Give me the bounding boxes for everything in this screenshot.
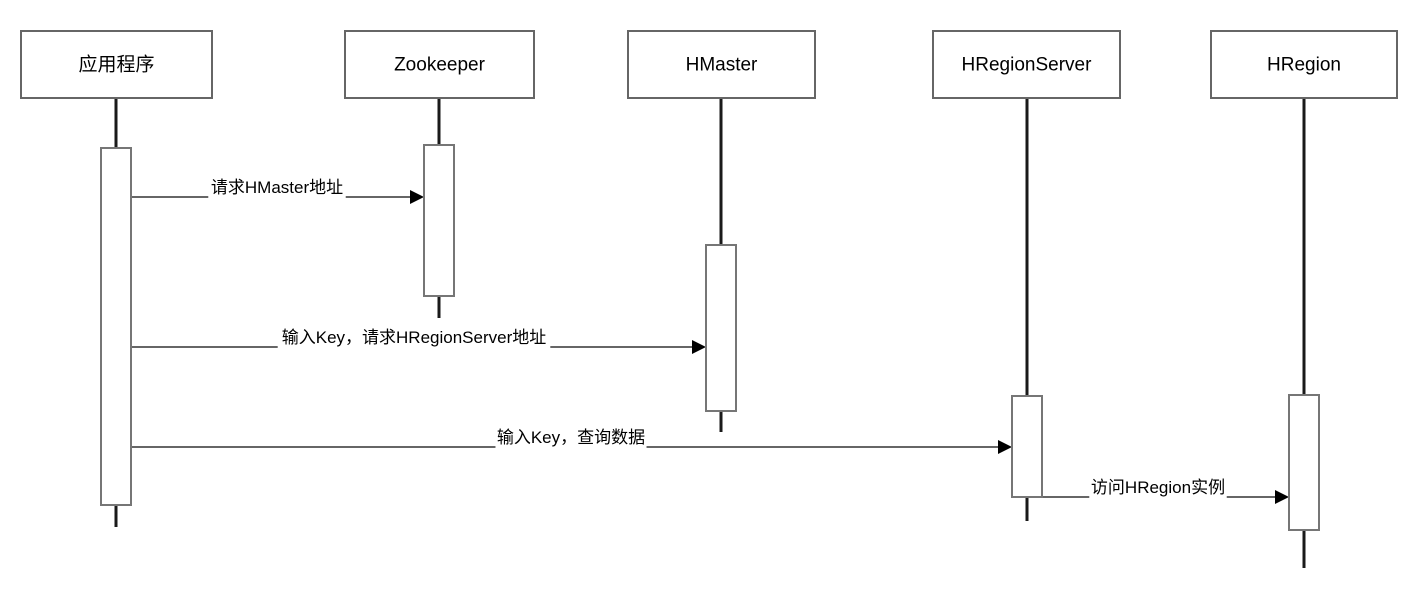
msg-query-data-arrowhead: [998, 440, 1012, 454]
activation-bar-hregion: [1288, 394, 1320, 531]
activation-bar-hregionserver: [1011, 395, 1043, 498]
participant-box-hmaster[interactable]: [627, 30, 816, 99]
activation-bar-app: [100, 147, 132, 506]
participant-label-hregion: HRegion: [1267, 55, 1341, 76]
msg-access-hregion-instance-arrowhead: [1275, 490, 1289, 504]
msg-request-hmaster-address-arrowhead: [410, 190, 424, 204]
participant-label-app: 应用程序: [78, 54, 154, 76]
msg-request-hregionserver-address-arrowhead: [692, 340, 706, 354]
msg-request-hmaster-address-label: 请求HMaster地址: [211, 178, 343, 197]
msg-request-hregionserver-address-label: 输入Key，请求HRegionServer地址: [282, 328, 547, 347]
msg-access-hregion-instance-label: 访问HRegion实例: [1091, 478, 1225, 497]
msg-query-data-label: 输入Key，查询数据: [497, 428, 645, 447]
participant-box-hregionserver[interactable]: [932, 30, 1121, 99]
participant-label-zookeeper: Zookeeper: [394, 55, 486, 76]
participant-label-hregionserver: HRegionServer: [962, 55, 1093, 76]
participant-label-hmaster: HMaster: [686, 55, 758, 76]
participant-box-hregion[interactable]: [1210, 30, 1398, 99]
activation-bar-hmaster: [705, 244, 737, 412]
participant-box-app[interactable]: [20, 30, 213, 99]
activation-bar-zookeeper: [423, 144, 455, 297]
participant-box-zookeeper[interactable]: [344, 30, 535, 99]
